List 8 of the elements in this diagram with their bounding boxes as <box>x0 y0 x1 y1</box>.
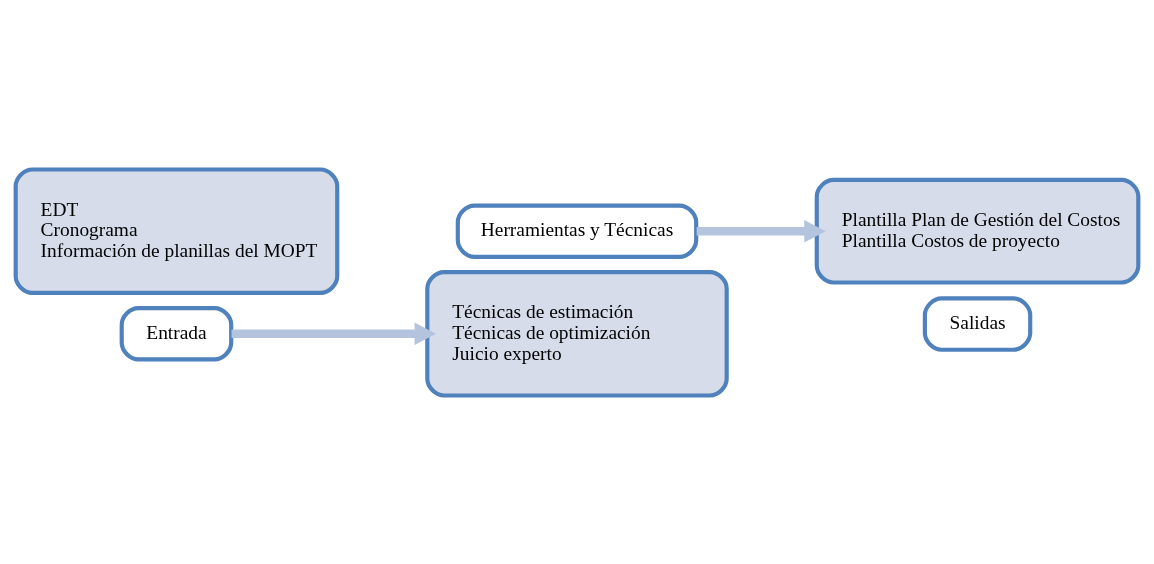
node-box: Plantilla Plan de Gestión del Costos Plantilla Costos de proyecto <box>814 177 1141 285</box>
node-box: Técnicas de estimación Técnicas de optimización Juicio experto <box>425 269 729 398</box>
node-box: EDT Cronograma Información de planillas del MOPT <box>13 166 340 295</box>
arrow <box>696 219 826 242</box>
node-box: Herramientas y Técnicas <box>455 203 699 259</box>
node-box: Salidas <box>922 295 1033 352</box>
arrow <box>231 322 436 345</box>
node-box: Entrada <box>119 305 234 361</box>
